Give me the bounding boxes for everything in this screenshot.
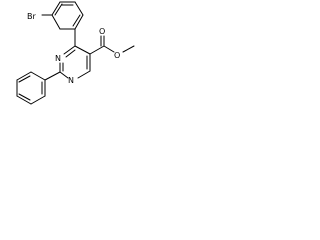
bond-c-o-single — [103, 45, 115, 53]
bond — [74, 1, 84, 16]
bromophenyl-ring — [51, 1, 84, 30]
bond — [54, 3, 63, 16]
bond — [65, 49, 76, 58]
bond — [59, 71, 69, 79]
bond — [30, 71, 46, 81]
bond-o-methyl — [122, 45, 135, 53]
bond — [30, 95, 46, 105]
bond — [16, 71, 32, 81]
bond — [18, 75, 31, 83]
methyl-ester-group — [89, 35, 135, 55]
chemical-structure: Br N N O O — [16, 1, 135, 105]
bond-pyrimidine-phenyl — [44, 71, 61, 81]
bromine-label: Br — [27, 12, 36, 21]
bond — [63, 45, 76, 55]
bond — [74, 14, 84, 30]
nitrogen-label: N — [68, 76, 74, 85]
bond — [72, 14, 81, 27]
phenyl-ring — [16, 71, 46, 105]
bond — [51, 1, 61, 16]
bond — [74, 45, 91, 55]
bond-ring-carbonyl — [89, 45, 105, 55]
bond — [18, 93, 31, 101]
bond — [51, 14, 61, 30]
oxygen-label: O — [114, 51, 120, 60]
pyrimidine-ring — [59, 45, 91, 79]
oxygen-label: O — [99, 27, 105, 36]
bond — [77, 70, 91, 79]
nitrogen-label: N — [55, 54, 61, 63]
bond — [16, 95, 32, 105]
